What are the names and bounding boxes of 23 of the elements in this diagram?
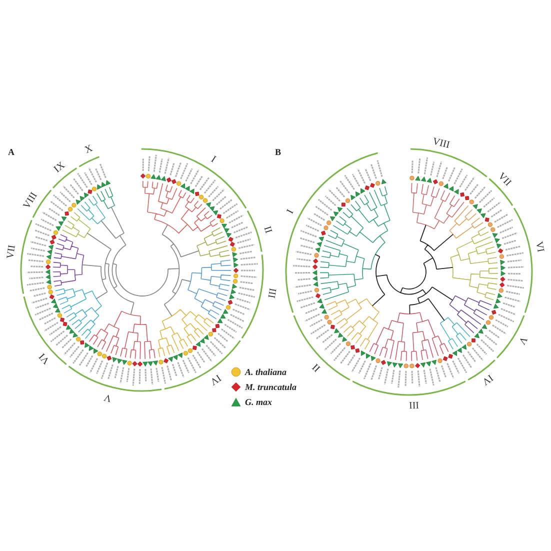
clade-label: VII (6, 244, 18, 260)
clade-label: VI (532, 240, 544, 253)
clade-label: V (516, 334, 528, 346)
clade-label: VI (37, 350, 52, 365)
clade-label: IX (52, 160, 67, 176)
legend-label: M. truncatula (245, 382, 297, 392)
clade-label: X (83, 144, 94, 156)
clade-label: I (286, 208, 297, 216)
panel-label: B (275, 148, 282, 157)
clade-label: III (265, 286, 277, 298)
legend-label: G. max (245, 398, 272, 406)
panel-label: A (8, 148, 14, 157)
clade-label: II (260, 224, 272, 234)
clade-label: VII (496, 172, 512, 189)
clade-label: VIII (431, 136, 450, 151)
clade-label: IV (208, 372, 222, 386)
clade-label: III (408, 398, 419, 410)
clade-label: II (311, 361, 324, 373)
legend-label: A. thaliana (245, 368, 287, 376)
clade-label: IV (479, 372, 494, 386)
clade-label: V (103, 390, 113, 402)
clade-label: I (209, 155, 218, 166)
clade-label: VIII (22, 190, 40, 211)
